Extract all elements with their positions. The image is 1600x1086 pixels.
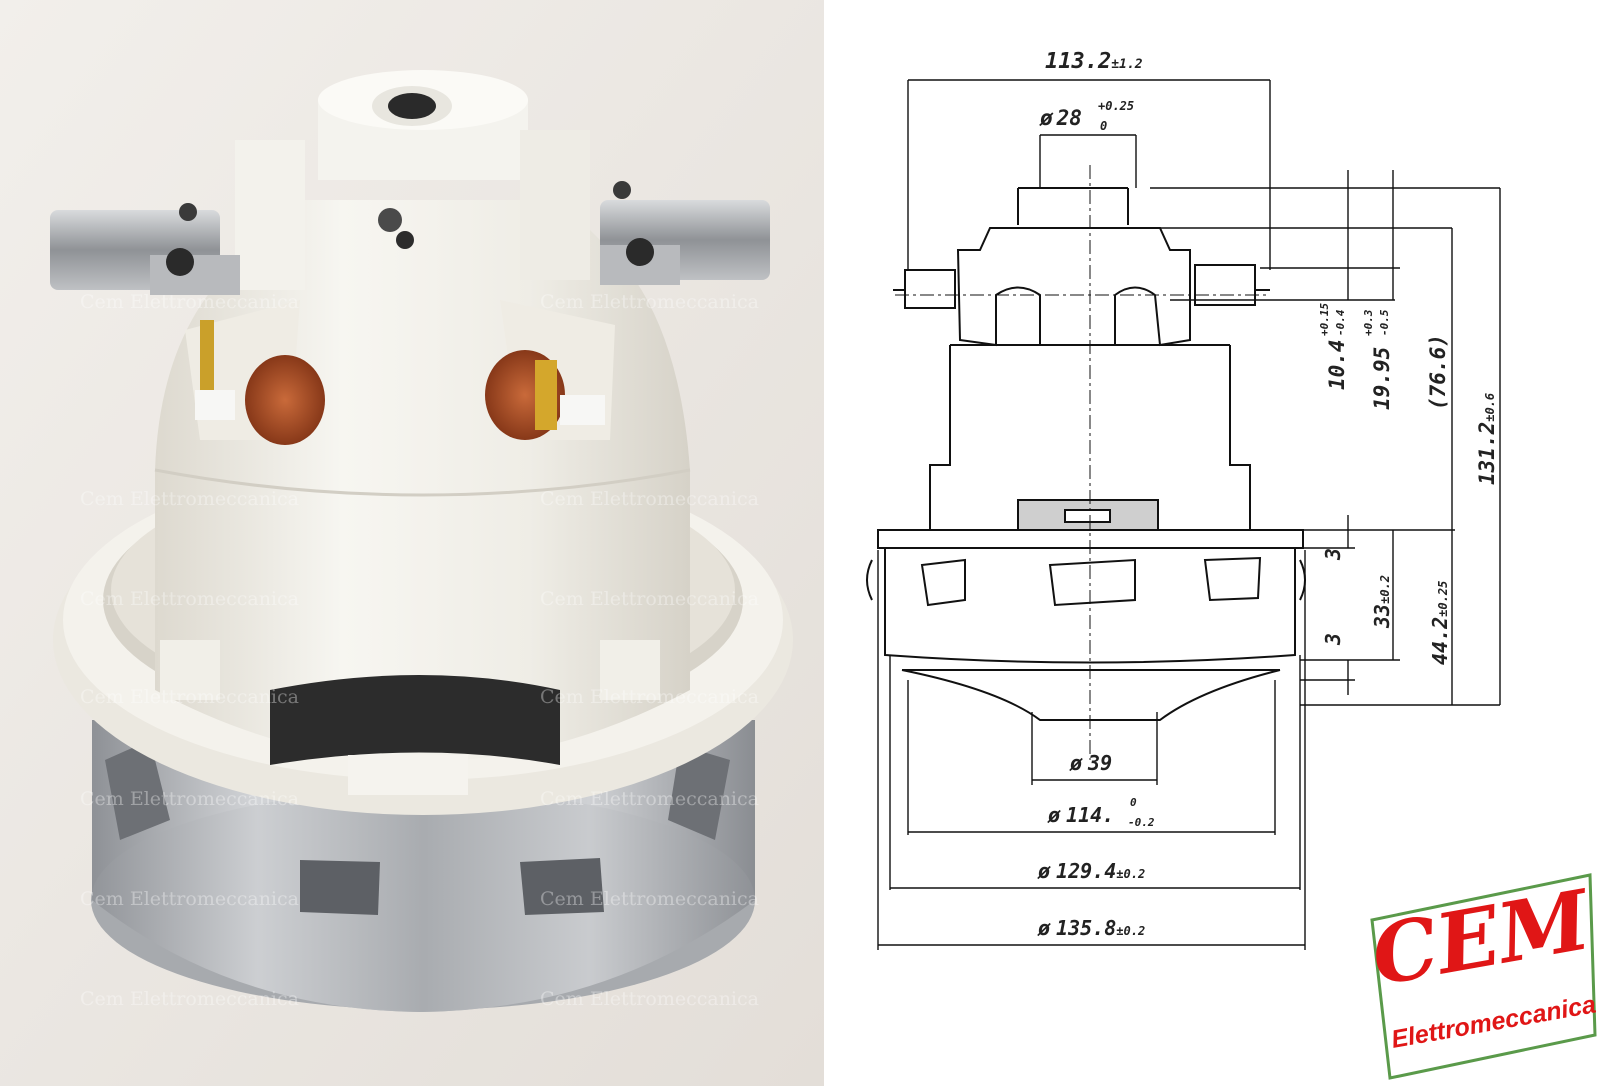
dim-d2-tol-upper: +0.3 — [1362, 309, 1375, 336]
brush-holders — [50, 181, 770, 295]
dim-fan-dia-tol-lower: -0.2 — [1128, 816, 1155, 829]
dim-top-bore-tol-upper: +0.25 — [1098, 99, 1134, 113]
metal-shell — [91, 720, 755, 1012]
watermark-3: Cem Elettromeccanica — [80, 488, 299, 510]
dim-top-bore-tol-lower: 0 — [1100, 119, 1107, 133]
watermark-12: Cem Elettromeccanica — [540, 888, 759, 910]
logo-border — [1370, 873, 1597, 1080]
watermark-7: Cem Elettromeccanica — [80, 686, 299, 708]
motor-photo: Cem Elettromeccanica Cem Elettromeccanic… — [0, 0, 824, 1086]
copper-windings — [185, 300, 615, 445]
dim-d6: 33±0.2 — [1370, 575, 1394, 629]
watermark-14: Cem Elettromeccanica — [540, 988, 759, 1010]
dim-top-width: 113.2±1.2 — [1045, 49, 1143, 74]
watermark-6: Cem Elettromeccanica — [540, 588, 759, 610]
cem-logo: CEM Elettromeccanica — [1365, 872, 1599, 1080]
dim-d1-tol-upper: +0.15 — [1318, 303, 1331, 336]
dim-d1-tol-lower: -0.4 — [1334, 309, 1347, 336]
dim-d1: 10.4 — [1325, 339, 1349, 390]
photo-watermarks: Cem Elettromeccanica Cem Elettromeccanic… — [80, 291, 759, 1010]
dim-d2: 19.95 — [1370, 347, 1394, 410]
watermark-8: Cem Elettromeccanica — [540, 686, 759, 708]
watermark-2: Cem Elettromeccanica — [540, 291, 759, 313]
watermark-9: Cem Elettromeccanica — [80, 788, 299, 810]
dim-d4: 131.2±0.6 — [1475, 393, 1499, 485]
housing-vents — [154, 468, 691, 795]
dimension-lines — [877, 79, 1501, 950]
watermark-1: Cem Elettromeccanica — [80, 291, 299, 313]
dim-fan-dia-tol-upper: 0 — [1130, 796, 1137, 809]
dim-d8: 44.2±0.25 — [1428, 581, 1452, 665]
watermark-5: Cem Elettromeccanica — [80, 588, 299, 610]
dim-d7: 3 — [1321, 633, 1345, 646]
watermark-4: Cem Elettromeccanica — [540, 488, 759, 510]
watermark-10: Cem Elettromeccanica — [540, 788, 759, 810]
watermark-11: Cem Elettromeccanica — [80, 888, 299, 910]
watermark-13: Cem Elettromeccanica — [80, 988, 299, 1010]
dim-d3: (76.6) — [1426, 334, 1450, 410]
dim-d5: 3 — [1321, 548, 1345, 561]
dim-d2-tol-lower: -0.5 — [1378, 309, 1391, 336]
